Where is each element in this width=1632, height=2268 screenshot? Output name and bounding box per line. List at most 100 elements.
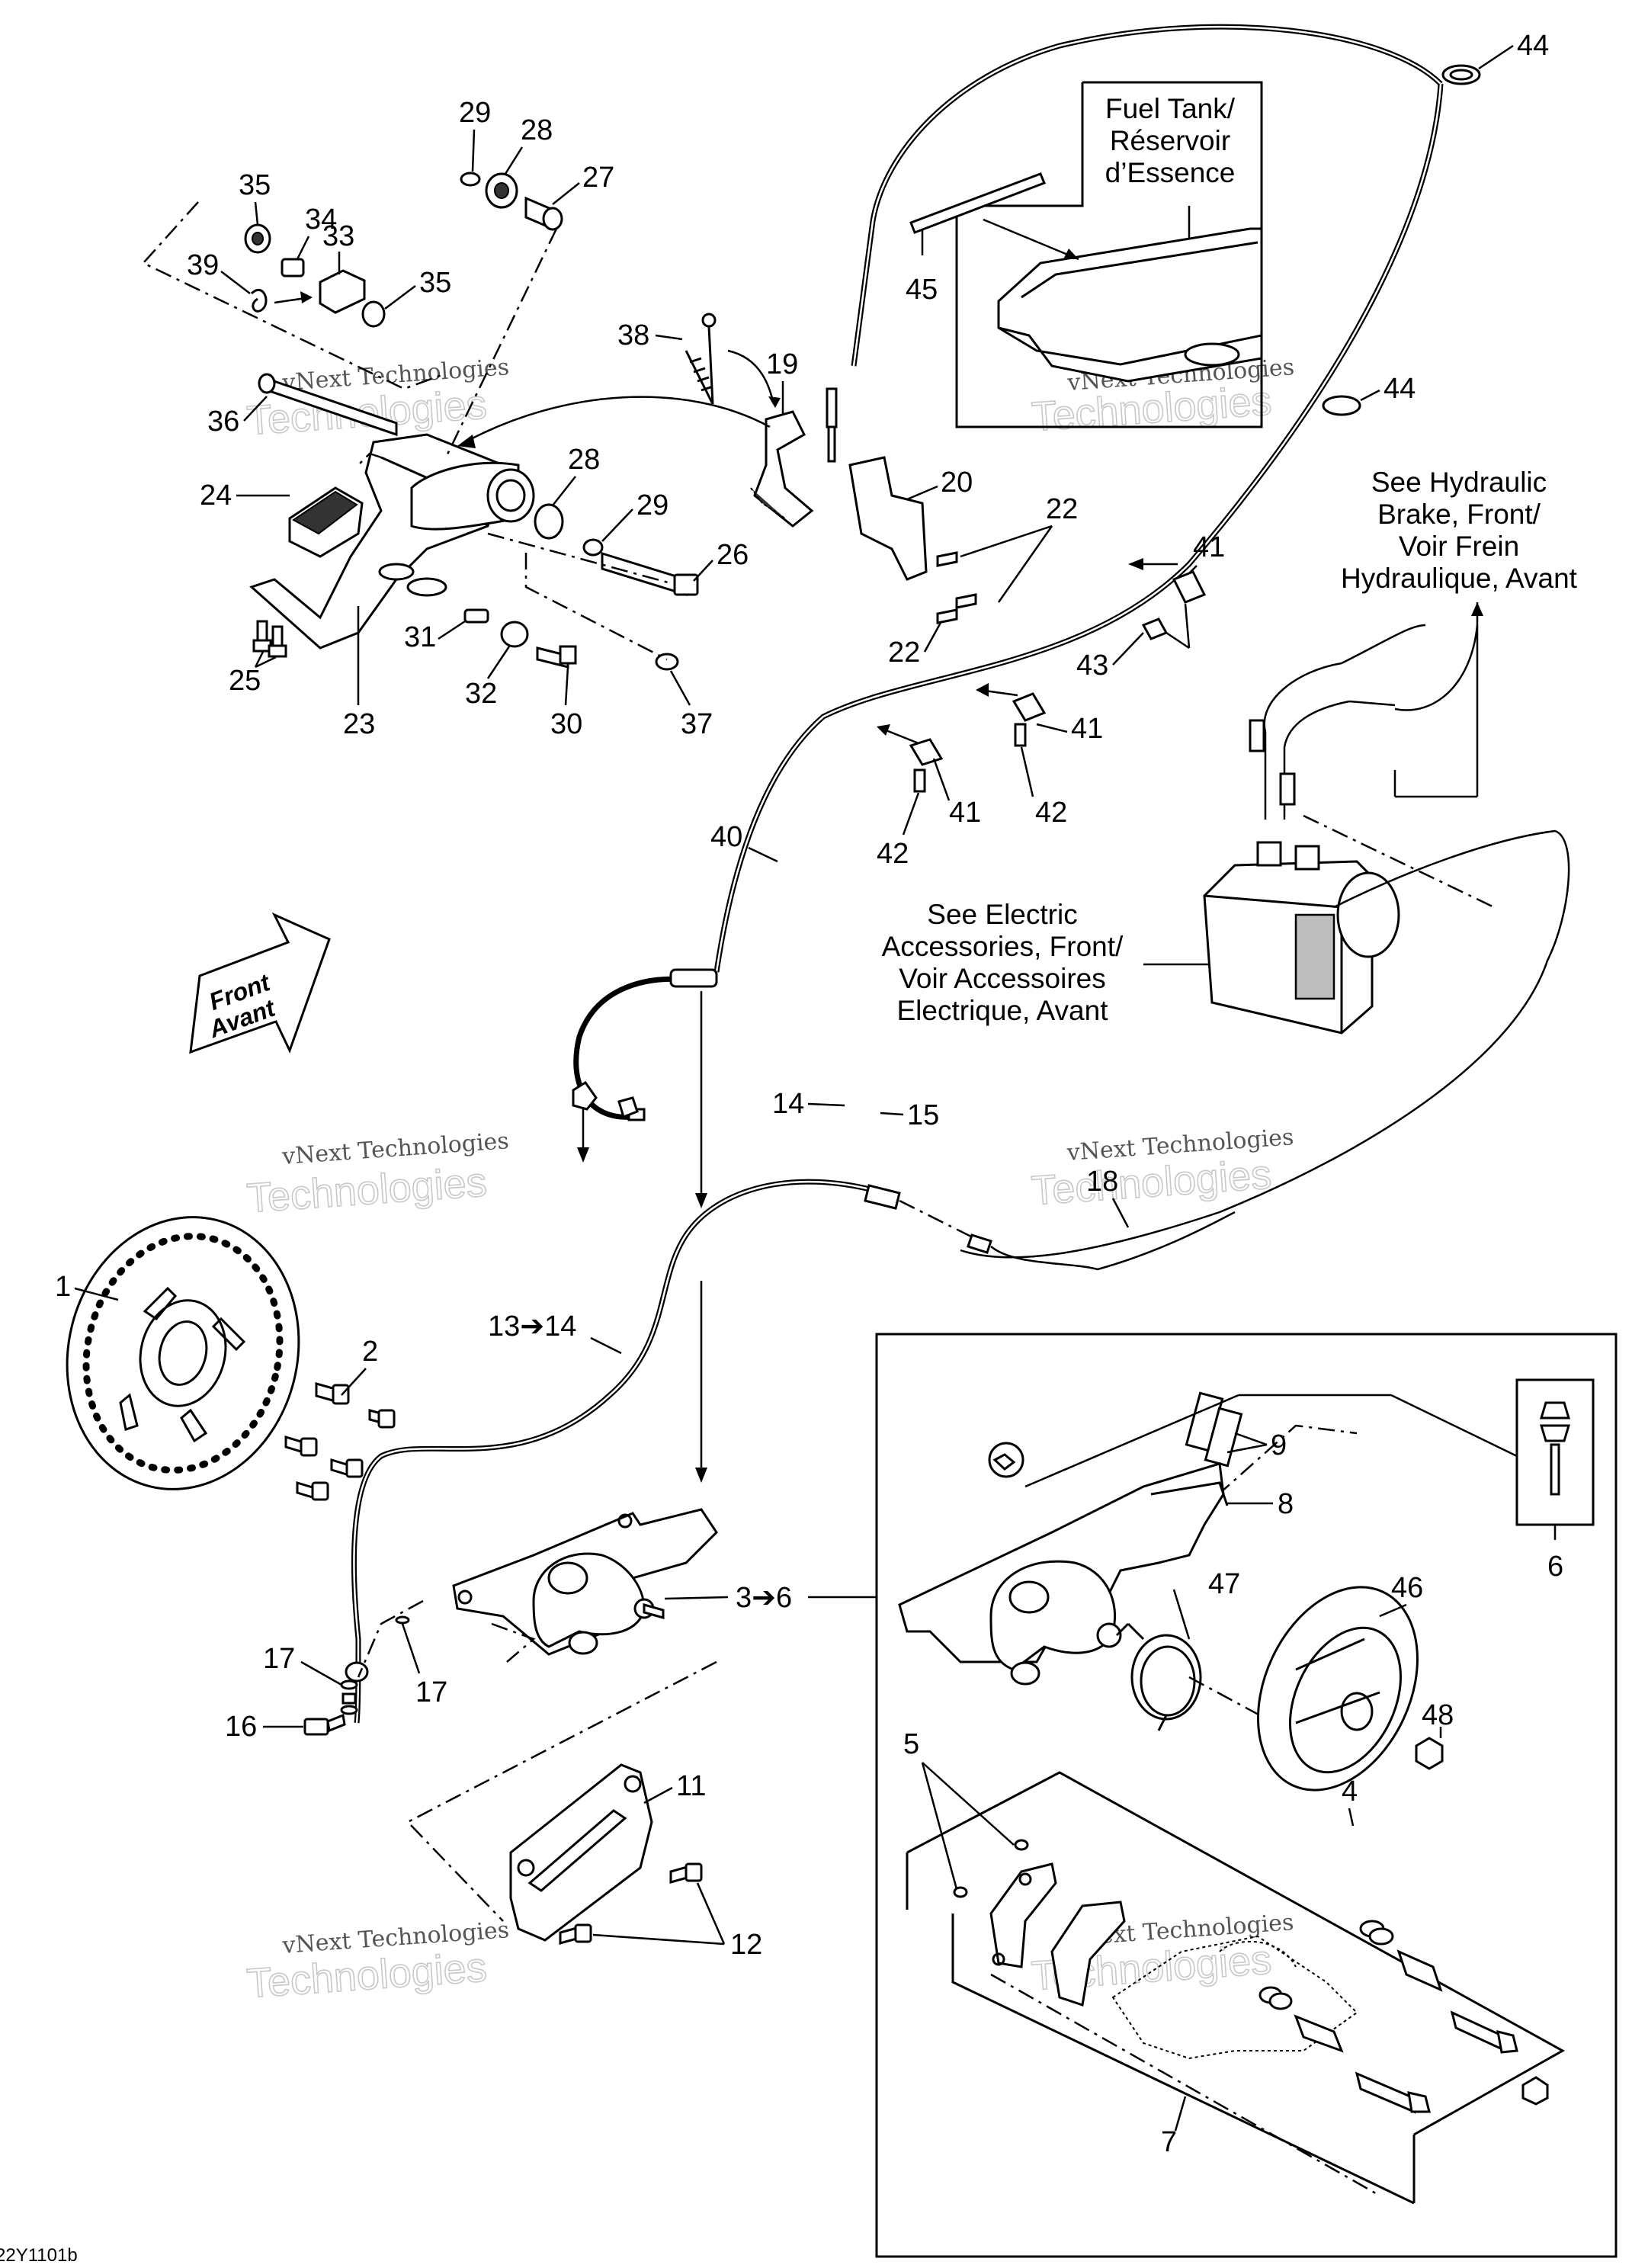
- svg-text:Accessories, Front/: Accessories, Front/: [882, 931, 1124, 962]
- callout-28a: 28: [521, 114, 553, 146]
- callout-12: 12: [730, 1929, 762, 1961]
- svg-text:See Electric: See Electric: [927, 899, 1077, 930]
- callout-24: 24: [200, 480, 232, 512]
- svg-text:Hydraulique, Avant: Hydraulique, Avant: [1341, 563, 1578, 594]
- callout-6: 6: [1547, 1551, 1563, 1583]
- callout-38: 38: [617, 319, 649, 351]
- disc-bolts-2: [284, 1382, 396, 1501]
- callout-15: 15: [907, 1099, 939, 1131]
- pedal-parts-27-29: [444, 172, 563, 458]
- callout-32: 32: [465, 678, 497, 710]
- callout-33: 33: [322, 220, 354, 252]
- svg-text:Technologies: Technologies: [245, 1944, 489, 2007]
- arrow-to-bracket: [464, 396, 771, 444]
- callout-7: 7: [1161, 2126, 1177, 2158]
- pivot-parts: [463, 503, 699, 671]
- callout-18: 18: [1086, 1166, 1118, 1198]
- svg-text:Voir Accessoires: Voir Accessoires: [899, 963, 1105, 994]
- callout-35b: 35: [419, 267, 451, 299]
- watermark-1: Technologies vNext Technologies: [245, 354, 510, 444]
- callout-22b: 22: [888, 637, 920, 669]
- callout-37: 37: [681, 708, 713, 740]
- watermark-3: Technologies vNext Technologies: [245, 1128, 510, 1222]
- callout-17b: 17: [415, 1676, 447, 1708]
- cable-40-and-44: [573, 24, 1444, 1121]
- callout-2: 2: [362, 1336, 378, 1368]
- callout-31: 31: [404, 621, 436, 653]
- callout-43: 43: [1076, 650, 1108, 682]
- callout-9: 9: [1271, 1429, 1287, 1461]
- fuel-tank-note-line3: d’Essence: [1105, 157, 1236, 188]
- fuel-tank-inset: Fuel Tank/ Réservoir d’Essence: [909, 81, 1263, 428]
- callout-42a: 42: [1035, 797, 1067, 829]
- callout-19: 19: [766, 348, 798, 380]
- brake-pedal-bracket: [249, 433, 535, 650]
- callout-29b: 29: [636, 489, 669, 521]
- front-direction-arrow: Front Avant: [189, 912, 331, 1054]
- callout-48: 48: [1422, 1699, 1454, 1731]
- callout-35a: 35: [239, 169, 271, 201]
- callout-44b: 44: [1384, 373, 1416, 405]
- callout-29a: 29: [459, 97, 491, 129]
- caliper-bracket-11: [406, 1660, 717, 1945]
- watermark-4: Technologies vNext Technologies: [1029, 1124, 1294, 1214]
- callout-39: 39: [187, 249, 219, 281]
- callout-16: 16: [225, 1711, 257, 1743]
- callout-23: 23: [343, 708, 375, 740]
- callout-45: 45: [906, 274, 938, 306]
- electric-accessories-note: See Electric Accessories, Front/ Voir Ac…: [882, 899, 1227, 1026]
- caliper-detail-inset: [808, 1333, 1618, 2258]
- abs-module: [960, 624, 1570, 1259]
- svg-text:See Hydraulic: See Hydraulic: [1371, 467, 1547, 498]
- watermark-5: Technologies vNext Technologies: [245, 1917, 510, 2007]
- callout-40: 40: [710, 821, 742, 853]
- callout-22a: 22: [1046, 493, 1078, 525]
- callout-8: 8: [1278, 1488, 1294, 1520]
- callout-5: 5: [903, 1728, 919, 1760]
- callout-42b: 42: [877, 838, 909, 870]
- spring-38: [685, 313, 781, 408]
- rear-brake-line: [351, 1080, 1236, 1724]
- callout-4: 4: [1342, 1776, 1358, 1808]
- caliper-bracket-center: [452, 1508, 718, 1663]
- callout-26: 26: [717, 539, 749, 571]
- callout-46: 46: [1391, 1572, 1423, 1604]
- hydraulic-brake-note: See Hydraulic Brake, Front/ Voir Frein H…: [1341, 467, 1578, 798]
- clamp-44-top: [1441, 64, 1481, 85]
- screws-22: [936, 551, 977, 624]
- callout-36: 36: [207, 406, 239, 438]
- callout-41a: 41: [1193, 531, 1225, 563]
- callout-11: 11: [676, 1770, 706, 1802]
- callout-44a: 44: [1517, 30, 1549, 62]
- callout-41b: 41: [1071, 713, 1103, 745]
- callout-13-14: 13➔14: [488, 1310, 576, 1343]
- bracket-20: [848, 456, 928, 581]
- svg-text:Electrique, Avant: Electrique, Avant: [897, 995, 1109, 1026]
- bolts-25: [252, 620, 287, 658]
- callout-17a: 17: [263, 1643, 295, 1675]
- small-parts-33-35-39: [141, 201, 447, 390]
- pivot-bolt-36: [258, 373, 398, 437]
- fuel-tank-note-line2: Réservoir: [1110, 125, 1230, 156]
- svg-text:Voir Frein: Voir Frein: [1399, 531, 1519, 562]
- brake-disc-1: [66, 1216, 300, 1490]
- callout-25: 25: [229, 665, 261, 697]
- brake-lever-19: [750, 410, 814, 528]
- callout-27: 27: [582, 162, 614, 194]
- figure-code: 22Y1101b: [0, 2245, 78, 2266]
- footpeg-24: [288, 486, 364, 558]
- fuel-tank-note-line1: Fuel Tank/: [1105, 93, 1236, 124]
- callout-labels: 44 44 45 29 28 27 35 34 33 39 35 38 19 3…: [55, 30, 1563, 2158]
- svg-text:Technologies: Technologies: [245, 1159, 489, 1221]
- callout-3-6: 3➔6: [736, 1582, 792, 1614]
- clips-41-42-43: [877, 558, 1207, 793]
- svg-text:Brake, Front/: Brake, Front/: [1377, 499, 1541, 530]
- callout-14: 14: [772, 1088, 804, 1120]
- callout-20: 20: [941, 467, 973, 499]
- callout-1: 1: [55, 1271, 71, 1303]
- callout-34: 34: [305, 204, 337, 236]
- callout-30: 30: [550, 708, 582, 740]
- callout-41c: 41: [949, 797, 981, 829]
- callout-28b: 28: [568, 444, 600, 476]
